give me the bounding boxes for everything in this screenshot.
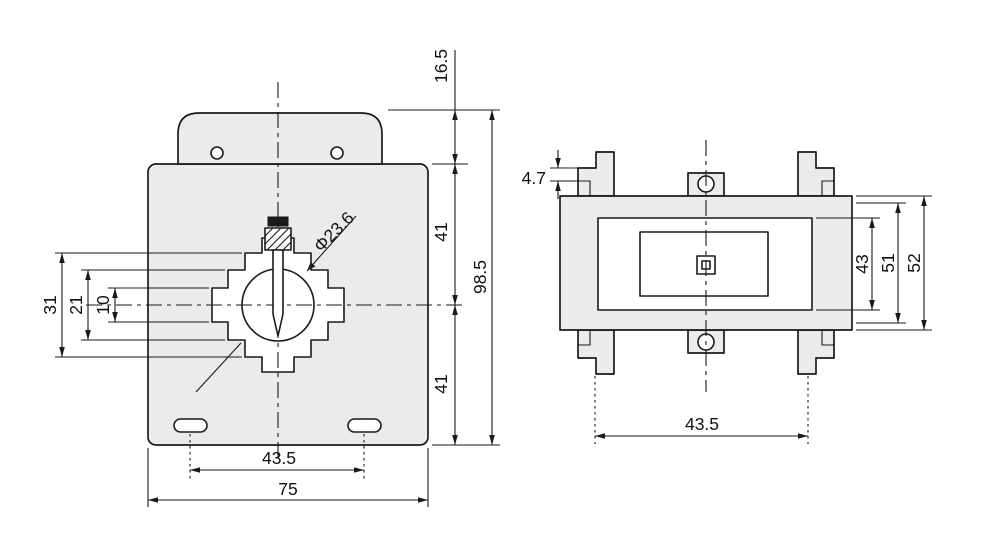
front-dimension-lines	[59, 50, 495, 503]
dim-label-step-outer: 31	[40, 295, 60, 314]
side-view	[559, 140, 853, 392]
dim-label-clip-thickness: 4.7	[522, 168, 546, 188]
side-dimension-lines	[555, 150, 927, 439]
screw-shaft	[272, 249, 284, 337]
screw-head-hatching	[264, 227, 292, 251]
dim-label-step-inner: 10	[93, 295, 113, 315]
window-leader-line	[195, 342, 242, 393]
foot-top-left	[577, 151, 615, 197]
side-extension-lines	[550, 167, 932, 444]
dim-label-lower-center: 41	[431, 374, 451, 393]
terminal-screw	[264, 216, 292, 337]
foot-clip-slits	[578, 180, 834, 346]
foot-top-right	[797, 151, 835, 197]
diameter-leader-line	[306, 215, 357, 272]
dim-label-body-height: 51	[878, 253, 898, 272]
dim-label-step-middle: 21	[66, 295, 86, 314]
front-extension-lines	[55, 109, 500, 507]
dim-label-foot-spacing: 43.5	[685, 414, 719, 434]
side-dimension-labels: 4.7 43 51 52 43.5	[522, 168, 924, 434]
front-view	[147, 112, 429, 446]
foot-bottom-left	[577, 329, 615, 375]
dim-label-overall-height: 98.5	[470, 260, 490, 294]
dim-label-upper-center: 41	[431, 222, 451, 241]
front-top-tab	[177, 112, 383, 165]
tab-hole-left	[210, 146, 224, 160]
dim-label-slot-spacing: 43.5	[262, 448, 296, 468]
side-inner-frame-2	[639, 231, 769, 297]
mounting-slot-right	[347, 418, 382, 433]
foot-bottom-right	[797, 329, 835, 375]
mounting-slot-left	[173, 418, 208, 433]
dim-label-overall-height-side: 52	[904, 253, 924, 272]
screw-slot	[267, 216, 289, 227]
tab-hole-right	[330, 146, 344, 160]
dim-label-overall-width: 75	[278, 479, 297, 499]
dim-label-inner-height: 43	[852, 254, 872, 273]
dim-label-tab-height: 16.5	[431, 49, 451, 83]
